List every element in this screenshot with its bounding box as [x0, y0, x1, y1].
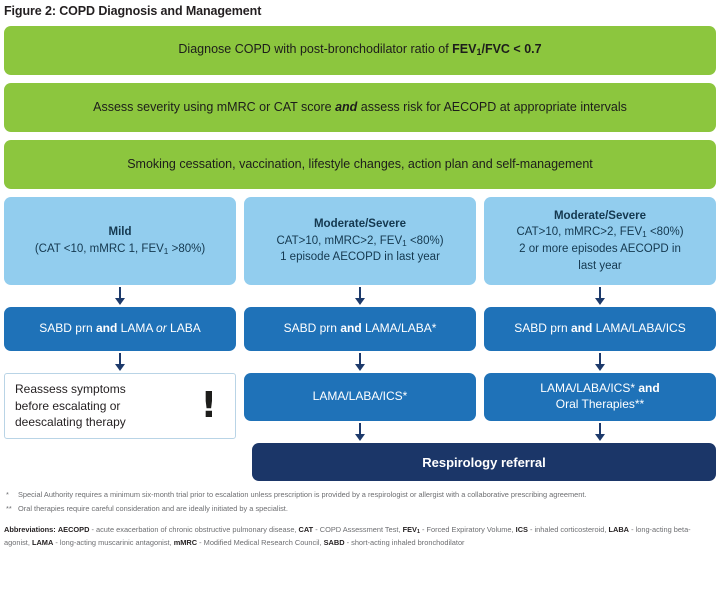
- abbreviations-heading: Abbreviations:: [4, 524, 56, 534]
- abbreviation-definition: - inhaled corticosteroid,: [527, 524, 609, 534]
- referral-row: Respirology referral: [4, 443, 716, 481]
- abbreviation-term: LABA: [608, 524, 630, 534]
- reassess-line-2: before escalating or: [15, 398, 121, 413]
- step-lifestyle: Smoking cessation, vaccination, lifestyl…: [4, 140, 716, 189]
- reassess-text: Reassess symptoms before escalating or d…: [15, 381, 126, 431]
- abbreviation-definition: - Forced Expiratory Volume,: [419, 524, 516, 534]
- treatment-text: SABD prn and LAMA or LABA: [39, 321, 201, 336]
- footnote-text: Oral therapies require careful considera…: [18, 504, 288, 514]
- step-assess-severity: Assess severity using mMRC or CAT score …: [4, 83, 716, 132]
- treatment-box-moderate-1-b: LAMA/LABA/ICS*: [244, 373, 476, 421]
- flowchart: Diagnose COPD with post-bronchodilator r…: [0, 26, 720, 481]
- abbreviation-definition: - long-acting beta-agonist,: [4, 524, 691, 547]
- abbreviation-definition: - COPD Assessment Test,: [313, 524, 403, 534]
- treatment-box-moderate-1-a: SABD prn and LAMA/LABA*: [244, 307, 476, 351]
- respirology-referral-bar: Respirology referral: [252, 443, 716, 481]
- reassess-note-box: Reassess symptoms before escalating or d…: [4, 373, 236, 439]
- abbreviation-definition: - Modified Medical Research Council,: [197, 537, 324, 547]
- abbreviation-definition: - acute exacerbation of chronic obstruct…: [89, 524, 299, 534]
- column-moderate-severe-2: Moderate/Severe CAT>10, mMRC>2, FEV1 <80…: [484, 197, 716, 443]
- abbreviation-definition: - long-acting muscarinic antagonist,: [53, 537, 174, 547]
- severity-exacerbations: 1 episode AECOPD in last year: [280, 251, 440, 264]
- reassess-line-1: Reassess symptoms: [15, 382, 126, 396]
- reassess-line-3: deescalating therapy: [15, 415, 126, 430]
- severity-box-moderate-2: Moderate/Severe CAT>10, mMRC>2, FEV1 <80…: [484, 197, 716, 285]
- arrow-down-icon: [244, 285, 476, 307]
- arrow-down-icon: [484, 285, 716, 307]
- step-assess-text: Assess severity using mMRC or CAT score …: [93, 99, 627, 114]
- step-diagnose: Diagnose COPD with post-bronchodilator r…: [4, 26, 716, 75]
- abbreviation-term: SABD: [323, 537, 345, 547]
- abbreviation-term: CAT: [298, 524, 314, 534]
- severity-title: Moderate/Severe: [313, 217, 407, 230]
- referral-spacer: [4, 443, 236, 481]
- step-diagnose-text: Diagnose COPD with post-bronchodilator r…: [178, 42, 542, 58]
- footnote-marker: *: [6, 490, 9, 499]
- arrow-down-icon: [244, 351, 476, 373]
- column-moderate-severe-1: Moderate/Severe CAT>10, mMRC>2, FEV1 <80…: [244, 197, 476, 443]
- severity-columns: Mild (CAT <10, mMRC 1, FEV1 >80%) SABD p…: [4, 197, 716, 443]
- arrow-down-icon: [4, 351, 236, 373]
- abbreviation-term: AECOPD: [57, 524, 90, 534]
- severity-title: Moderate/Severe: [553, 209, 647, 222]
- abbreviation-term: FEV1: [402, 524, 420, 536]
- column-mild: Mild (CAT <10, mMRC 1, FEV1 >80%) SABD p…: [4, 197, 236, 443]
- abbreviation-term: mMRC: [173, 537, 198, 547]
- treatment-text: SABD prn and LAMA/LABA*: [283, 321, 437, 336]
- severity-title: Mild: [108, 226, 132, 239]
- abbreviation-definition: - short-acting inhaled bronchodilator: [344, 537, 465, 547]
- abbreviations-block: Abbreviations: AECOPD - acute exacerbati…: [0, 518, 720, 549]
- step-lifestyle-text: Smoking cessation, vaccination, lifestyl…: [127, 156, 593, 171]
- severity-criteria: CAT>10, mMRC>2, FEV1 <80%): [276, 234, 444, 248]
- arrow-down-icon: [4, 285, 236, 307]
- treatment-box-mild-1: SABD prn and LAMA or LABA: [4, 307, 236, 351]
- treatment-text: LAMA/LABA/ICS*: [312, 389, 408, 404]
- severity-box-moderate-1: Moderate/Severe CAT>10, mMRC>2, FEV1 <80…: [244, 197, 476, 285]
- treatment-text: SABD prn and LAMA/LABA/ICS: [514, 321, 686, 336]
- severity-criteria: (CAT <10, mMRC 1, FEV1 >80%): [34, 242, 206, 256]
- severity-exacerbations-cont: last year: [578, 259, 622, 272]
- footnote-marker: **: [6, 504, 12, 514]
- severity-criteria: CAT>10, mMRC>2, FEV1 <80%): [516, 226, 684, 240]
- abbreviations-list: AECOPD - acute exacerbation of chronic o…: [4, 525, 691, 547]
- abbreviation-term: ICS: [515, 524, 528, 534]
- exclamation-icon: !: [200, 384, 217, 426]
- arrow-down-icon: [484, 421, 716, 443]
- abbreviation-term: LAMA: [31, 537, 54, 547]
- severity-exacerbations: 2 or more episodes AECOPD in: [519, 243, 681, 256]
- arrow-down-icon: [244, 421, 476, 443]
- footnote-text: Special Authority requires a minimum six…: [18, 490, 587, 499]
- page-title: Figure 2: COPD Diagnosis and Management: [4, 4, 262, 18]
- footnote-item: ** Oral therapies require careful consid…: [6, 503, 712, 514]
- footnotes: * Special Authority requires a minimum s…: [0, 481, 720, 515]
- arrow-down-icon: [484, 351, 716, 373]
- treatment-box-moderate-2-a: SABD prn and LAMA/LABA/ICS: [484, 307, 716, 351]
- severity-box-mild: Mild (CAT <10, mMRC 1, FEV1 >80%): [4, 197, 236, 285]
- footnote-item: * Special Authority requires a minimum s…: [6, 489, 712, 500]
